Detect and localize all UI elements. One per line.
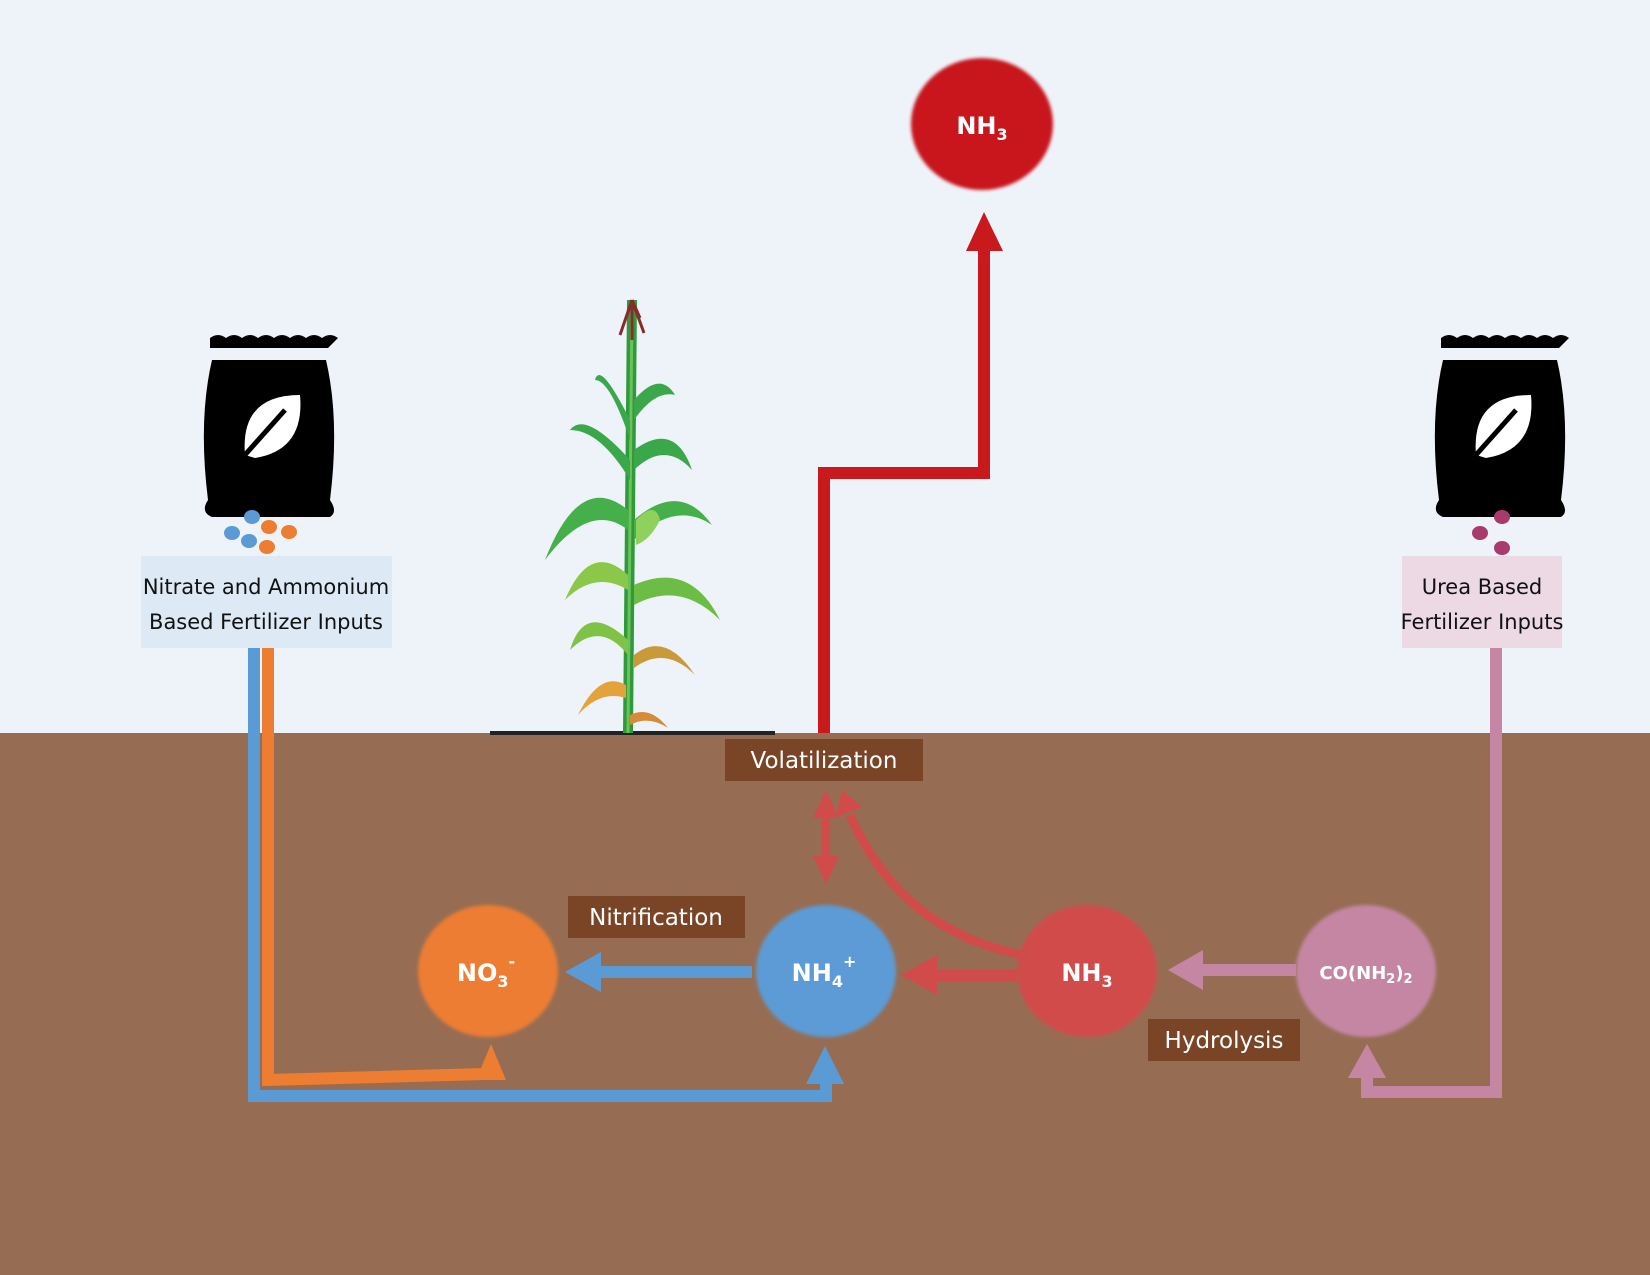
nh3-soil-node: NH3 xyxy=(1017,905,1157,1037)
nitrate-input-arrow-line xyxy=(262,648,485,1087)
hydrolysis-arrowhead xyxy=(1168,950,1203,990)
ammonium-input-arrow-line xyxy=(248,648,832,1102)
nitrification-label-box xyxy=(568,896,745,938)
ammonia-volatilization-arrow-line xyxy=(845,813,1023,960)
right-fertilizer-bag-icon xyxy=(1434,335,1569,517)
svg-text:CO(NH2)2: CO(NH2)2 xyxy=(1319,963,1412,987)
urea-sub: 2 xyxy=(1386,972,1395,987)
ammonia-volatilization-arrowhead xyxy=(836,790,862,817)
svg-text:NH4+: NH4+ xyxy=(792,952,857,991)
hydrolysis-label: Hydrolysis xyxy=(1165,1028,1284,1054)
corn-plant-icon xyxy=(545,299,720,734)
volatilization-label: Volatilization xyxy=(751,748,898,774)
nh4-node: NH4+ xyxy=(756,905,896,1037)
ammonia-to-ammonium-arrowhead xyxy=(901,955,937,995)
svg-text:NH3: NH3 xyxy=(956,112,1007,144)
right-input-label-line2: Fertilizer Inputs xyxy=(1401,610,1564,634)
nh4-main: NH xyxy=(792,959,832,987)
svg-text:NH3: NH3 xyxy=(1061,959,1112,991)
nh3-atmosphere-main: NH xyxy=(956,112,996,140)
left-input-label-box xyxy=(141,556,392,648)
no3-sub: 3 xyxy=(497,972,508,991)
hydrolysis-label-box xyxy=(1148,1019,1300,1061)
nh3-soil-sub: 3 xyxy=(1102,972,1113,991)
nitrification-arrowhead xyxy=(565,952,601,992)
volatilization-air-arrow-line xyxy=(818,250,990,733)
nh3-atmosphere-sub: 3 xyxy=(997,125,1008,144)
left-input-label-line2: Based Fertilizer Inputs xyxy=(149,610,383,634)
volatilization-air-arrowhead xyxy=(966,212,1003,251)
urea-input-arrow-line xyxy=(1361,648,1502,1098)
nh3-soil-main: NH xyxy=(1061,959,1101,987)
nh4-sup: + xyxy=(843,952,856,971)
volatilization-label-box xyxy=(725,739,923,781)
ammonium-volatilization-arrowhead-up xyxy=(813,790,839,818)
urea-pellets xyxy=(1472,510,1510,555)
svg-text:NO3-: NO3- xyxy=(457,952,515,991)
left-fertilizer-bag-icon xyxy=(203,335,338,517)
right-input-label-line1: Urea Based xyxy=(1422,575,1542,599)
nitrate-input-arrowhead xyxy=(476,1044,506,1080)
urea-close: ) xyxy=(1395,963,1403,984)
nh4-sub: 4 xyxy=(832,972,843,991)
ammonium-input-arrowhead xyxy=(806,1046,844,1084)
nitrate-ammonium-pellets xyxy=(224,510,297,554)
right-input-label-box xyxy=(1402,556,1562,648)
nitrification-label: Nitrification xyxy=(589,905,723,931)
no3-main: NO xyxy=(457,959,498,987)
no3-node: NO3- xyxy=(418,905,558,1037)
nh3-atmosphere-node: NH3 xyxy=(911,58,1053,190)
urea-input-arrowhead xyxy=(1348,1044,1386,1078)
ammonium-volatilization-arrowhead-down xyxy=(813,856,839,884)
urea-sub2: 2 xyxy=(1404,972,1413,987)
urea-node: CO(NH2)2 xyxy=(1296,905,1436,1037)
urea-main: CO(NH xyxy=(1319,963,1386,984)
left-input-label-line1: Nitrate and Ammonium xyxy=(143,575,389,599)
no3-sup: - xyxy=(509,952,516,971)
